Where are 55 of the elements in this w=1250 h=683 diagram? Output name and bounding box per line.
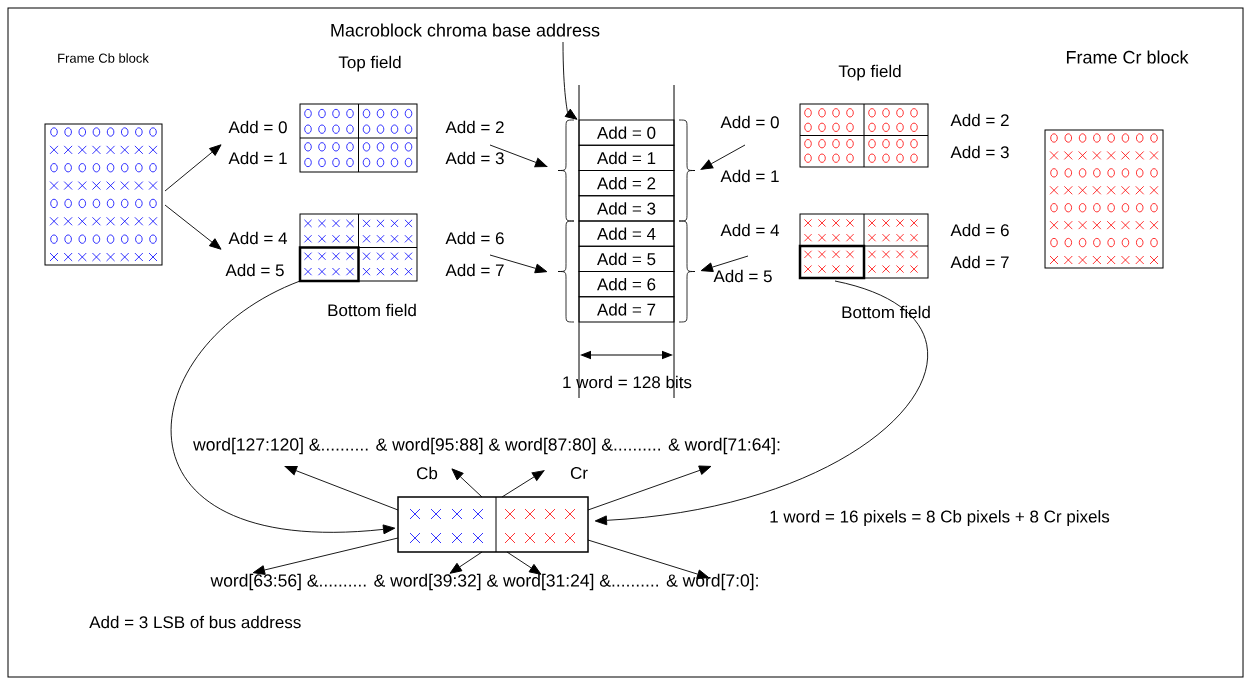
text-label: word[127:120] &.......... & word[95:88] & word[87:80] &.......... & word[71:64]: <box>193 437 780 455</box>
arrow <box>587 539 710 579</box>
address-label: Add = 3 <box>950 145 1009 159</box>
address-label: Add = 6 <box>445 231 504 245</box>
arrow <box>501 470 545 498</box>
field-heading: Top field <box>835 59 905 87</box>
address-label: Add = 4 <box>228 231 288 245</box>
address-label: Add = 2 <box>445 120 504 134</box>
field-heading: Top field <box>335 50 405 78</box>
memory-row: Add = 4 <box>578 220 675 247</box>
arrow <box>489 254 548 274</box>
address-label: Add = 7 <box>445 263 504 277</box>
curved-arrow <box>594 280 929 526</box>
address-label: Add = 2 <box>950 113 1009 127</box>
note-text: 1 word = 16 pixels = 8 Cb pixels + 8 Cr pixels <box>770 510 1110 526</box>
arrow <box>449 551 483 574</box>
address-label: Add = 3 <box>445 151 504 165</box>
memory-row: Add = 5 <box>578 245 675 272</box>
arrow <box>489 144 548 168</box>
address-label: Add = 0 <box>720 115 779 129</box>
curved-arrow <box>562 41 578 120</box>
arrow <box>700 144 746 170</box>
note-text: 1 word = 128 bits <box>563 375 692 389</box>
arrow <box>164 144 222 192</box>
memory-row: Add = 2 <box>578 170 675 197</box>
memory-row: Add = 0 <box>578 119 675 146</box>
text-label: Macroblock chroma base address <box>331 23 600 37</box>
arrow <box>252 537 399 575</box>
memory-row: Add = 7 <box>578 296 675 323</box>
memory-row: Add = 6 <box>578 271 675 298</box>
note-text: Cb <box>417 466 438 480</box>
note-text: Add = 3 LSB of bus address <box>89 615 301 629</box>
address-label: Add = 0 <box>228 120 287 134</box>
block-heading: Frame Cr block <box>1067 50 1189 64</box>
address-label: Add = 6 <box>950 223 1009 237</box>
address-label: Add = 7 <box>950 255 1009 269</box>
arrow <box>700 255 749 272</box>
address-label: Add = 5 <box>225 263 284 277</box>
memory-row: Add = 3 <box>578 195 675 222</box>
arrow <box>506 551 542 575</box>
arrow <box>284 465 399 511</box>
address-label: Add = 1 <box>720 169 779 183</box>
note-text: Cr <box>570 467 588 480</box>
word-block <box>397 496 589 553</box>
curved-arrow <box>171 280 396 535</box>
arrow <box>587 465 712 511</box>
block-heading: Frame Cb block <box>58 53 149 63</box>
address-label: Add = 4 <box>720 223 780 237</box>
text-label: word[63:56] &.......... & word[39:32] & word[31:24] &.......... & word[7:0]: <box>210 573 758 591</box>
address-label: Add = 1 <box>228 151 287 165</box>
arrow <box>451 468 483 498</box>
memory-row: Add = 1 <box>578 144 675 171</box>
arrow <box>164 204 222 250</box>
address-label: Add = 5 <box>713 269 772 283</box>
field-heading: Bottom field <box>324 298 420 326</box>
